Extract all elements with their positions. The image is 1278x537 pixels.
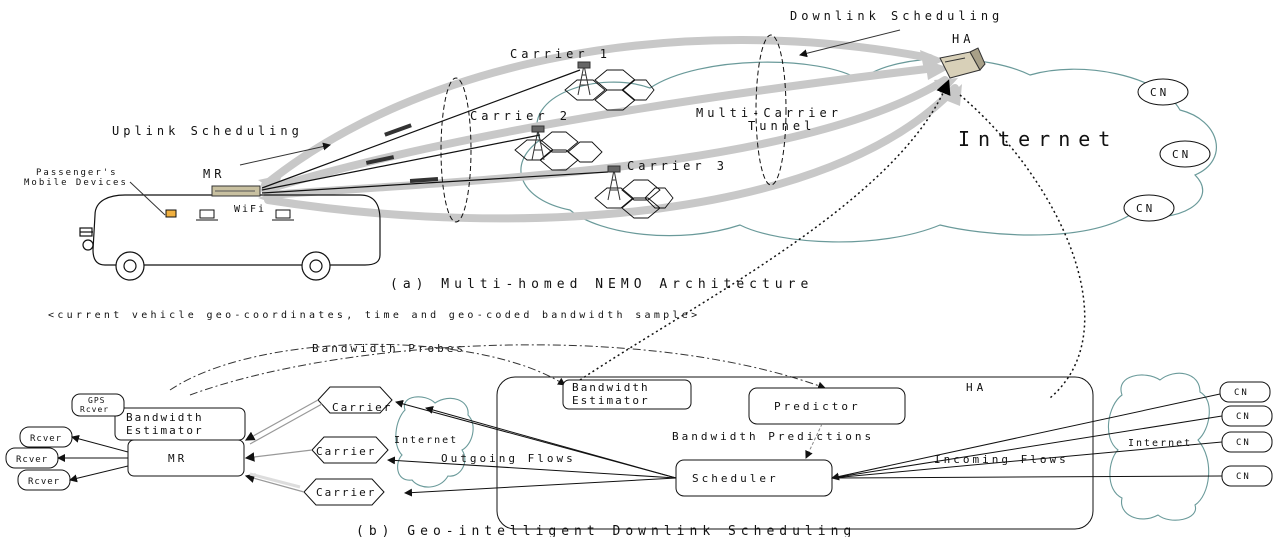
mr-label: MR bbox=[203, 167, 225, 181]
laptop-icon bbox=[166, 210, 294, 220]
cn-label: CN bbox=[1234, 388, 1249, 398]
tunnel-label: Multi-Carrier bbox=[696, 106, 842, 120]
internet-label: Internet bbox=[958, 127, 1118, 151]
carrier-label: Carrier 3 bbox=[627, 159, 728, 173]
ha-label: HA bbox=[952, 32, 974, 46]
outgoing-flows-label: Outgoing Flows bbox=[441, 452, 576, 465]
bandwidth-estimator-ha-label: Estimator bbox=[572, 394, 650, 407]
scheduler-label: Scheduler bbox=[692, 472, 779, 485]
ha-server-icon bbox=[940, 48, 985, 78]
rcver-label: Rcver bbox=[16, 455, 48, 465]
cn-label: CN bbox=[1150, 86, 1169, 99]
caption-b: (b) Geo-intelligent Downlink Scheduling bbox=[356, 524, 856, 537]
carrier-cells bbox=[515, 70, 673, 218]
bandwidth-estimator-left-label: Estimator bbox=[126, 424, 204, 437]
tunnel-label: Tunnel bbox=[748, 119, 815, 133]
wifi-label: WiFi bbox=[234, 204, 266, 215]
carrier-label: Carrier bbox=[316, 486, 376, 499]
cn-label: CN bbox=[1172, 148, 1191, 161]
predictor-label: Predictor bbox=[774, 400, 861, 413]
caption-a: (a) Multi-homed NEMO Architecture bbox=[390, 277, 813, 292]
tuple-label: <current vehicle geo-coordinates, time a… bbox=[48, 310, 700, 321]
cn-label: CN bbox=[1236, 412, 1251, 422]
cn-label: CN bbox=[1236, 472, 1251, 482]
carrier-label: Carrier bbox=[316, 445, 376, 458]
downlink-scheduling-label: Downlink Scheduling bbox=[790, 9, 1003, 23]
uplink-scheduling-label: Uplink Scheduling bbox=[112, 124, 303, 138]
cn-label: CN bbox=[1236, 438, 1251, 448]
passenger-label: Mobile Devices bbox=[24, 178, 128, 188]
carrier-label: Carrier 2 bbox=[470, 109, 571, 123]
gps-label: GPS bbox=[88, 396, 105, 405]
cn-label: CN bbox=[1136, 202, 1155, 215]
incoming-flows-label: Incoming Flows bbox=[934, 453, 1069, 466]
gps-label: Rcver bbox=[80, 405, 109, 414]
mr-box-label: MR bbox=[168, 452, 187, 465]
internet-left-label: Internet bbox=[394, 435, 458, 446]
router-icon bbox=[212, 186, 260, 196]
ha-box-label: HA bbox=[966, 381, 987, 394]
bandwidth-estimator-left-label: Bandwidth bbox=[126, 411, 204, 424]
bandwidth-estimator-ha-label: Bandwidth bbox=[572, 381, 650, 394]
bandwidth-predictions-label: Bandwidth Predictions bbox=[672, 430, 874, 443]
passenger-label: Passenger's bbox=[36, 168, 118, 178]
carrier-label: Carrier 1 bbox=[510, 47, 611, 61]
carrier-label: Carrier bbox=[332, 401, 392, 414]
rcver-label: Rcver bbox=[28, 477, 60, 487]
rcver-label: Rcver bbox=[30, 434, 62, 444]
